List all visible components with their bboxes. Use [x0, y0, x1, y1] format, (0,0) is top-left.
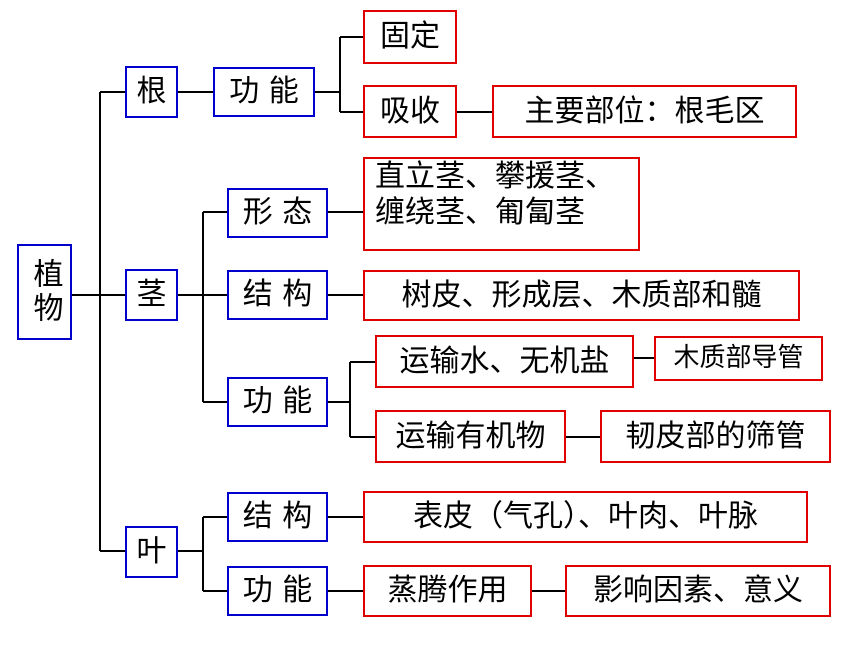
stem-structure-node: 结 构 — [227, 270, 328, 320]
organ-node-stem: 茎 — [125, 269, 178, 321]
leaf-function-node: 功 能 — [227, 566, 328, 616]
stem-morphology-line1: 直立茎、攀援茎、 — [375, 159, 615, 194]
leaf-transpiration-node: 蒸腾作用 — [363, 565, 532, 617]
stem-transport-water-node: 运输水、无机盐 — [375, 335, 634, 388]
root-function-node: 功 能 — [213, 67, 315, 117]
stem-morphology-node: 形 态 — [227, 188, 328, 238]
stem-water-path-node: 木质部导管 — [654, 336, 823, 381]
root-absorb-site-node: 主要部位：根毛区 — [492, 85, 797, 138]
stem-organic-path-node: 韧皮部的筛管 — [600, 410, 831, 463]
leaf-structure-text: 表皮（气孔）、叶肉、叶脉 — [363, 491, 808, 543]
root-fix-node: 固定 — [363, 10, 457, 64]
organ-node-root: 根 — [125, 66, 178, 118]
stem-function-node: 功 能 — [227, 377, 328, 427]
leaf-structure-node: 结 构 — [227, 492, 328, 542]
stem-structure-text: 树皮、形成层、木质部和髓 — [363, 270, 800, 321]
root-absorb-node: 吸收 — [363, 85, 457, 138]
stem-transport-organic-node: 运输有机物 — [375, 410, 566, 463]
stem-morphology-line2: 缠绕茎、匍匐茎 — [375, 195, 585, 230]
stem-morphology-text: 直立茎、攀援茎、 缠绕茎、匍匐茎 — [363, 157, 640, 251]
root-node-plant: 植物 — [17, 244, 72, 340]
organ-node-leaf: 叶 — [125, 526, 178, 578]
leaf-factors-node: 影响因素、意义 — [565, 565, 831, 617]
